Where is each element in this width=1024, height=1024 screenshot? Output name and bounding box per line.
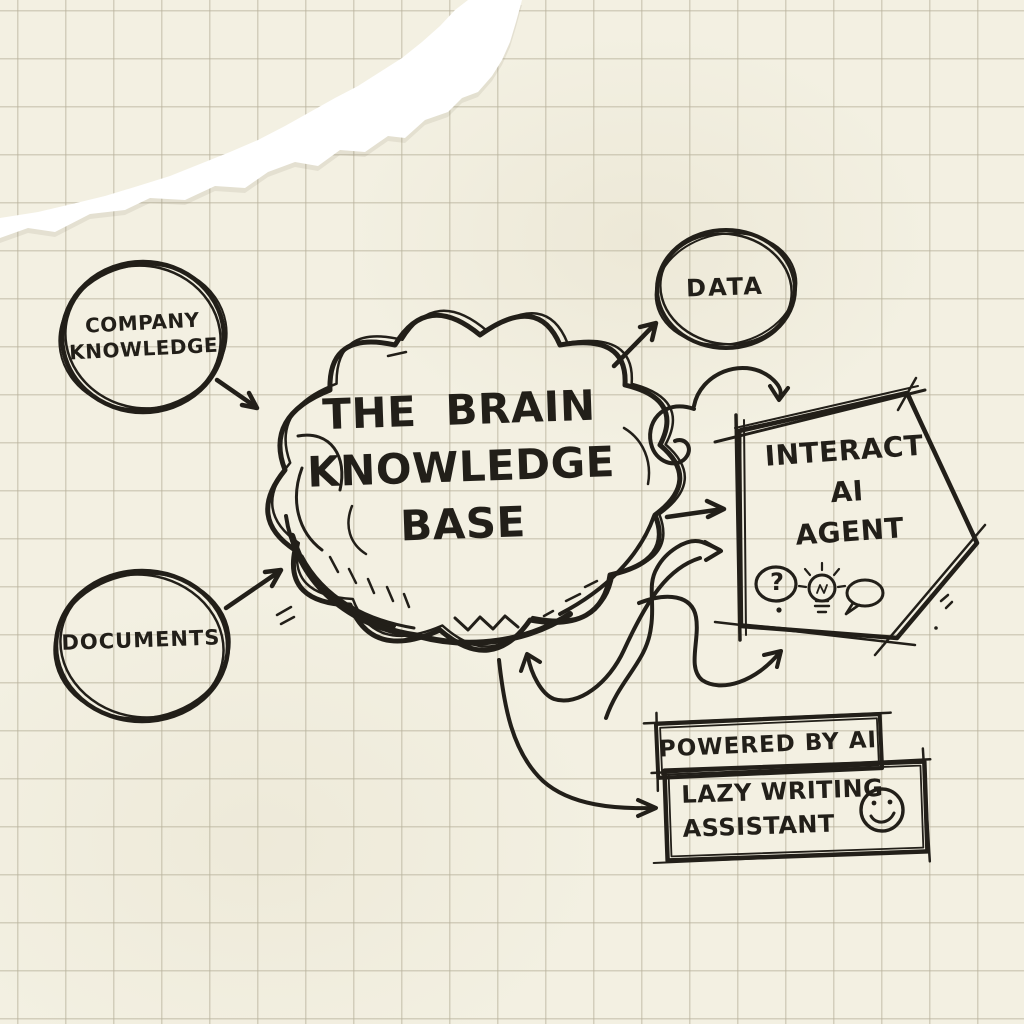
arrow-brain-to-agent-s-curve [604,539,723,720]
arrow-company-knowledge-to-brain [214,377,260,411]
arrow-agent-to-brain-s-curve [519,556,702,703]
data-circle [654,228,798,350]
documents-circle [53,568,231,724]
smiley-face-icon [859,787,905,833]
label-line: BASE [399,497,527,551]
brain-cloud [265,309,686,653]
label-line: KNOWLEDGE [306,437,616,497]
brain-knowledge-base-label: THE BRAIN KNOWLEDGE BASE [304,376,618,558]
lightbulb-icon [797,561,847,614]
label-line: ASSISTANT [682,809,836,843]
company-knowledge-circle [58,259,228,415]
label-line: DOCUMENTS [61,625,221,655]
sketch-dashes [275,350,954,630]
company-knowledge-label: COMPANY KNOWLEDGE [67,306,219,367]
label-line: LAZY WRITING [680,773,884,809]
interact-agent-pentagon [713,376,987,657]
lazy-writing-assistant-label: LAZY WRITING ASSISTANT [681,771,885,846]
data-label: DATA [686,271,765,305]
arrow-brain-to-agent-straight [664,498,727,520]
question-mark-glyph: ? [770,567,784,596]
label-line: THE BRAIN [321,380,597,440]
arrow-documents-to-brain [223,567,284,611]
arrow-brain-to-lazy-writing [497,658,658,818]
documents-label: DOCUMENTS [61,624,221,657]
question-mark-icon [754,565,798,613]
label-line: DATA [685,271,765,303]
torn-paper-edge [0,0,522,243]
lazy-writing-box [650,747,932,864]
speech-bubble-icon [844,578,885,616]
arrow-brain-to-data [611,320,659,369]
arrow-data-to-agent [648,366,790,466]
powered-by-ai-box [642,711,892,793]
interact-ai-agent-label: INTERACT AI AGENT [763,426,930,559]
arrow-brain-to-agent-c-curve [637,594,783,688]
